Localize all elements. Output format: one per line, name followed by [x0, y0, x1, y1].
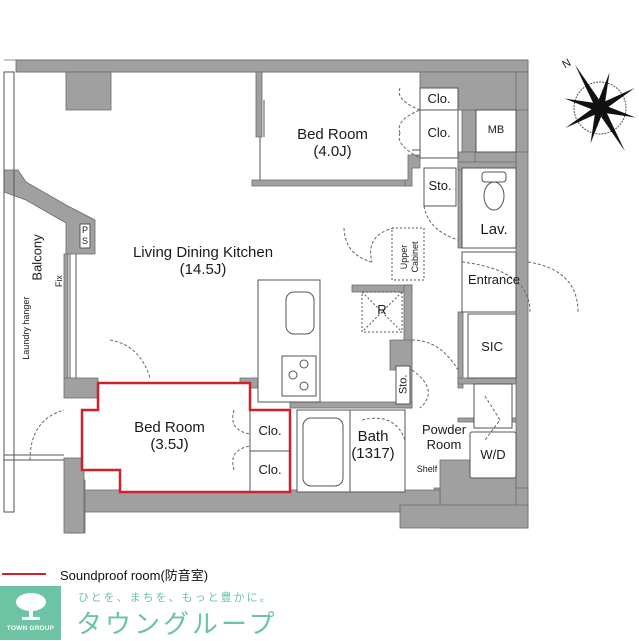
bath-size: (1317) [351, 445, 395, 463]
refrigerator-label: R [377, 302, 387, 317]
closet-label-3: Clo. [258, 423, 282, 438]
town-group-badge: TOWN GROUP [0, 586, 61, 640]
closet-label-2: Clo. [427, 125, 451, 140]
bedroom-1-size: (4.0J) [313, 143, 352, 161]
bath-name: Bath [357, 428, 389, 445]
legend: Soundproof room(防音室) [0, 562, 639, 586]
storage-label-1: Sto. [428, 178, 452, 193]
closet-label-1: Clo. [427, 91, 451, 106]
floor-plan: Living Dining Kitchen (14.5J) Bed Room (… [3, 57, 636, 534]
company-tagline: ひとを、まちを、もっと豊かに。 [78, 592, 273, 604]
ldk-name: Living Dining Kitchen [132, 244, 274, 261]
shelf-label: Shelf [416, 464, 438, 474]
ps-label-p: P [81, 225, 88, 235]
sic-label: SIC [481, 339, 503, 354]
soundproof-room-outline [80, 381, 292, 494]
bedroom-2-label: Bed Room (3.5J) [117, 419, 222, 454]
interior-lines [3, 71, 517, 513]
soundproof-legend-label: Soundproof room(防音室) [60, 568, 209, 583]
bedroom-2-name: Bed Room [134, 419, 205, 436]
ldk-size: (14.5J) [179, 261, 227, 279]
bedroom-1-name: Bed Room [297, 126, 368, 143]
powder-room-line1: Powder [421, 422, 467, 437]
upper-cabinet-line2: Cabinet [410, 241, 420, 273]
lav-label: Lav. [480, 221, 508, 238]
laundry-hanger-label: Laundry hanger [20, 296, 31, 360]
upper-cabinet-label: Upper Cabinet [399, 227, 421, 287]
brand-name-kana: タウングループ [76, 609, 278, 639]
fix-label: Fix [53, 275, 64, 288]
door-swings [29, 87, 579, 471]
bedroom-2-size: (3.5J) [150, 436, 189, 454]
toilet-icon [481, 171, 507, 211]
ps-label: P S [80, 225, 90, 247]
mb-label: MB [487, 124, 505, 136]
powder-room-line2: Room [426, 436, 462, 452]
company-logo: TOWN GROUP ひとを、まちを、もっと豊かに。 タウングループ [0, 586, 639, 640]
tree-icon [16, 593, 46, 620]
floor-plan-drawing [3, 59, 636, 534]
closet-label-4: Clo. [258, 462, 282, 477]
entrance-label: Entrance [467, 272, 521, 287]
upper-cabinet-line1: Upper [399, 244, 409, 270]
washer-dryer-label: W/D [480, 447, 506, 462]
ldk-label: Living Dining Kitchen (14.5J) [108, 244, 298, 279]
ps-label-s: S [81, 236, 88, 246]
storage-label-2: Sto. [397, 374, 410, 395]
bath-label: Bath (1317) [338, 428, 408, 463]
stove-burners-icon [288, 359, 309, 391]
powder-room-label: Powder Room [413, 422, 475, 453]
compass-icon [564, 64, 636, 152]
balcony-label: Balcony [29, 234, 45, 281]
bedroom-1-label: Bed Room (4.0J) [280, 126, 385, 161]
brand-name-en: TOWN GROUP [6, 625, 55, 632]
ps-box [79, 223, 91, 249]
soundproof-legend-line [2, 573, 46, 575]
